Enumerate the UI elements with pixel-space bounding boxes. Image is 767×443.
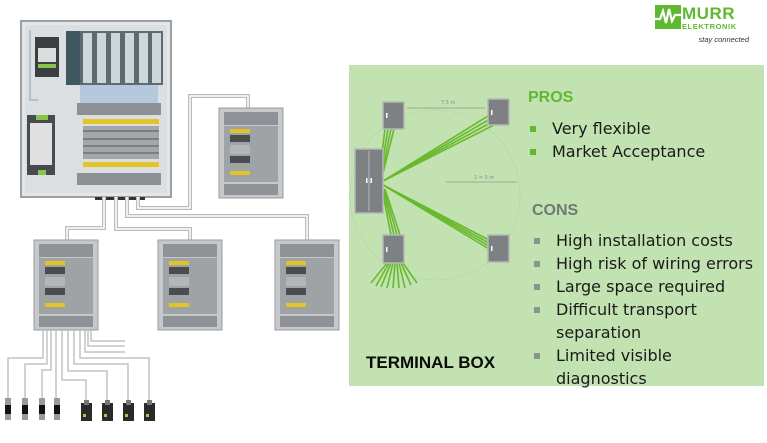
terminal-box-right xyxy=(218,107,284,199)
cons-item: High installation costs xyxy=(532,229,753,252)
terminal-box-left xyxy=(33,239,99,331)
logo-sub: ELEKTRONIK xyxy=(682,22,737,31)
bullet-icon xyxy=(534,238,540,244)
murr-logo-mark-icon xyxy=(655,5,681,29)
central-cabinet xyxy=(354,148,384,214)
terminal-box-far-right xyxy=(274,239,340,331)
logo-brand: MURR xyxy=(682,4,735,23)
sensor-cables xyxy=(7,330,150,403)
cons-item: High risk of wiring errors xyxy=(532,252,753,275)
actuators xyxy=(81,400,155,421)
cons-list: High installation costs High risk of wir… xyxy=(532,229,753,390)
wiring-architecture-illustration xyxy=(5,20,340,421)
distance-label-2: 1 = 3 m xyxy=(474,175,494,181)
bullet-icon xyxy=(530,126,536,132)
cons-item: Large space required xyxy=(532,275,753,298)
bullet-icon xyxy=(534,284,540,290)
terminal-box-middle xyxy=(157,239,223,331)
cons-item: Limited visible diagnostics xyxy=(532,344,706,390)
pros-item: Market Acceptance xyxy=(528,140,705,163)
murr-elektronik-logo: MURR ELEKTRONIK stay connected xyxy=(655,4,763,48)
main-control-cabinet xyxy=(20,20,172,200)
logo-tagline: stay connected xyxy=(698,35,749,44)
pros-list: Very flexible Market Acceptance xyxy=(528,117,705,163)
bullet-icon xyxy=(534,307,540,313)
bullet-icon xyxy=(534,353,540,359)
pros-item: Very flexible xyxy=(528,117,705,140)
remote-box-bottom-left xyxy=(382,234,405,264)
distance-label-1: 7.5 m xyxy=(441,100,456,106)
dimension-lines xyxy=(407,107,517,183)
remote-box-top-left xyxy=(382,101,405,130)
remote-box-top-right xyxy=(487,98,510,126)
bullet-icon xyxy=(534,261,540,267)
terminal-box-title: TERMINAL BOX xyxy=(366,353,496,372)
terminal-box-panel xyxy=(349,65,764,386)
star-topology-diagram: 7.5 m 1 = 3 m xyxy=(349,98,521,289)
proximity-sensors xyxy=(5,398,60,420)
cons-heading: CONS xyxy=(532,202,579,219)
bullet-icon xyxy=(530,149,536,155)
cons-item: Difficult transport separation xyxy=(532,298,726,344)
pros-heading: PROS xyxy=(528,89,574,106)
remote-box-bottom-right xyxy=(487,234,510,263)
